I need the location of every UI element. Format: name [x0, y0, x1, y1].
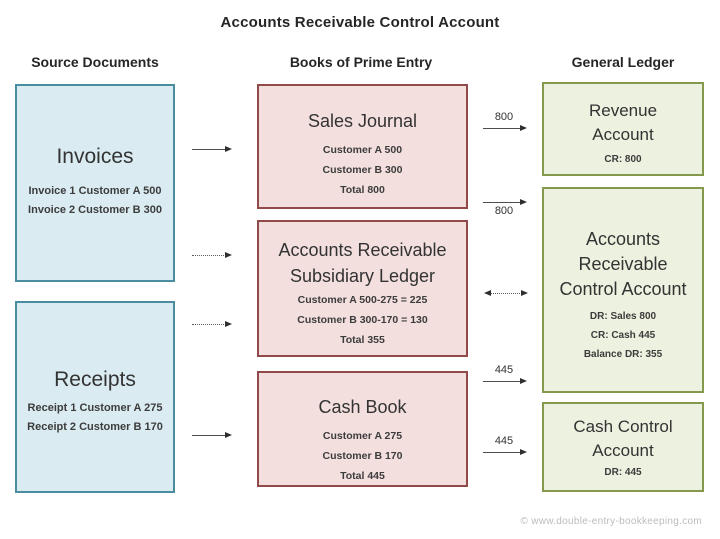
arrow-cash-book-to-cash-control [483, 449, 527, 455]
arrow-invoices-to-sales-journal [192, 146, 232, 152]
arrow-receipts-to-subsidiary-ledger [192, 321, 232, 327]
arrow-sales-journal-to-ar-control [483, 199, 527, 205]
cash-control-account-title: Cash Control Account [544, 415, 702, 463]
ar-control-line-2: CR: Cash 445 [590, 330, 656, 341]
sales-journal-title: Sales Journal [307, 111, 418, 131]
cash-book-line-1: Customer A 275 [322, 430, 403, 442]
sales-journal-line-3: Total 800 [340, 184, 385, 196]
receipts-title: Receipts [54, 368, 136, 391]
column-header-source-documents: Source Documents [31, 54, 159, 70]
revenue-account-title-line-2: Account [592, 125, 654, 144]
subsidiary-ledger-line-1: Customer A 500-275 = 225 [297, 294, 428, 306]
cash-control-title-line-1: Cash Control [573, 417, 673, 436]
box-receipts: Receipts Receipt 1 Customer A 275 Receip… [15, 301, 175, 493]
arrow-sales-journal-to-revenue-account [483, 125, 527, 131]
subsidiary-ledger-line-2: Customer B 300-170 = 130 [297, 314, 428, 326]
column-header-books-of-prime-entry: Books of Prime Entry [289, 54, 433, 70]
column-header-general-ledger: General Ledger [571, 54, 675, 70]
receipts-line-1: Receipt 1 Customer A 275 [27, 402, 163, 414]
box-cash-book: Cash Book Customer A 275 Customer B 170 … [257, 371, 468, 487]
flow-label-sales-to-ar-control: 800 [494, 205, 514, 217]
revenue-account-title-line-1: Revenue [588, 101, 658, 120]
arrow-cash-book-to-ar-control [483, 378, 527, 384]
revenue-account-title: Revenue Account [544, 99, 702, 147]
ar-control-title-line-1: Accounts [585, 229, 661, 249]
subsidiary-ledger-title: Accounts Receivable Subsidiary Ledger [259, 237, 466, 289]
cash-book-title: Cash Book [318, 397, 407, 417]
subsidiary-ledger-title-line-2: Subsidiary Ledger [289, 266, 436, 286]
arrow-invoices-to-subsidiary-ledger [192, 252, 232, 258]
receipts-line-2: Receipt 2 Customer B 170 [27, 421, 163, 433]
cash-book-line-2: Customer B 170 [322, 450, 403, 462]
flow-label-cash-book-to-ar-control: 445 [494, 364, 514, 376]
box-ar-control-account: Accounts Receivable Control Account DR: … [542, 187, 704, 393]
cash-book-line-3: Total 445 [340, 470, 385, 482]
ar-control-title-line-3: Control Account [559, 279, 687, 299]
flow-label-cash-book-to-cash-control: 445 [494, 435, 514, 447]
invoices-line-1: Invoice 1 Customer A 500 [28, 185, 162, 197]
arrow-subsidiary-ledger-to-ar-control [484, 290, 528, 296]
box-revenue-account: Revenue Account CR: 800 [542, 82, 704, 176]
box-subsidiary-ledger: Accounts Receivable Subsidiary Ledger Cu… [257, 220, 468, 357]
box-sales-journal: Sales Journal Customer A 500 Customer B … [257, 84, 468, 209]
box-cash-control-account: Cash Control Account DR: 445 [542, 402, 704, 492]
sales-journal-line-2: Customer B 300 [322, 164, 403, 176]
revenue-account-line-1: CR: 800 [604, 154, 642, 165]
flow-label-sales-to-revenue: 800 [494, 111, 514, 123]
diagram-title: Accounts Receivable Control Account [220, 14, 500, 31]
box-invoices: Invoices Invoice 1 Customer A 500 Invoic… [15, 84, 175, 282]
invoices-line-2: Invoice 2 Customer B 300 [28, 204, 162, 216]
arrow-receipts-to-cash-book [192, 432, 232, 438]
footer-credit: © www.double-entry-bookkeeping.com [520, 516, 702, 527]
subsidiary-ledger-line-3: Total 355 [340, 334, 385, 346]
sales-journal-line-1: Customer A 500 [322, 144, 403, 156]
cash-control-line-1: DR: 445 [604, 467, 642, 478]
subsidiary-ledger-title-line-1: Accounts Receivable [278, 240, 447, 260]
invoices-title: Invoices [56, 145, 134, 168]
ar-control-account-title: Accounts Receivable Control Account [544, 227, 702, 302]
ar-control-line-1: DR: Sales 800 [589, 311, 657, 322]
ar-control-line-3: Balance DR: 355 [583, 349, 663, 360]
ar-control-title-line-2: Receivable [578, 254, 668, 274]
cash-control-title-line-2: Account [592, 441, 654, 460]
